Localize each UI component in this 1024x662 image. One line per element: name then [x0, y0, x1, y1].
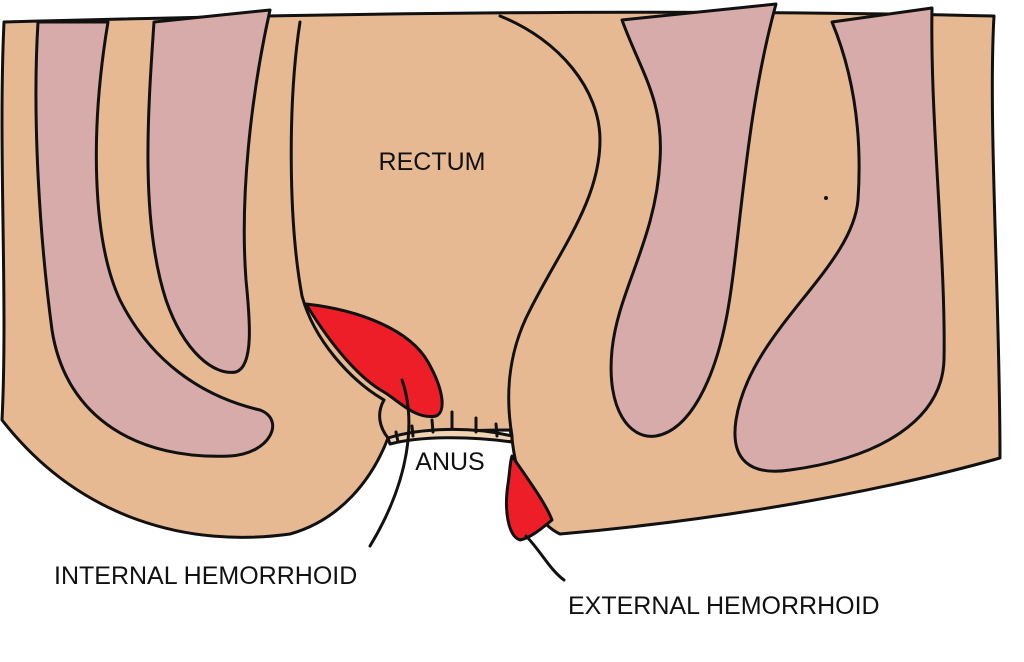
- right-inner-muscle-fold: [609, 2, 778, 438]
- external-hemorrhoid-leader-line: [524, 534, 566, 582]
- internal-hemorrhoid-leader-line: [368, 378, 411, 548]
- right-outer-muscle-fold: [733, 6, 946, 473]
- external-hemorrhoid-label: EXTERNAL HEMORRHOID: [568, 592, 880, 620]
- left-inner-muscle-fold: [146, 8, 272, 374]
- internal-hemorrhoid-label: INTERNAL HEMORRHOID: [54, 562, 357, 590]
- external-hemorrhoid: [505, 454, 554, 542]
- anus-left-edge: [378, 398, 390, 440]
- anal-canal: [386, 427, 514, 446]
- rectum-label: RECTUM: [379, 148, 486, 176]
- anal-canal-hash-marks: [394, 410, 499, 444]
- rectum-left-wall: [289, 20, 386, 402]
- left-outer-muscle-fold: [34, 20, 275, 458]
- internal-hemorrhoid: [304, 302, 444, 419]
- anus-label: ANUS: [415, 448, 484, 476]
- rectum-right-wall: [498, 14, 602, 438]
- small-dot: [824, 196, 828, 200]
